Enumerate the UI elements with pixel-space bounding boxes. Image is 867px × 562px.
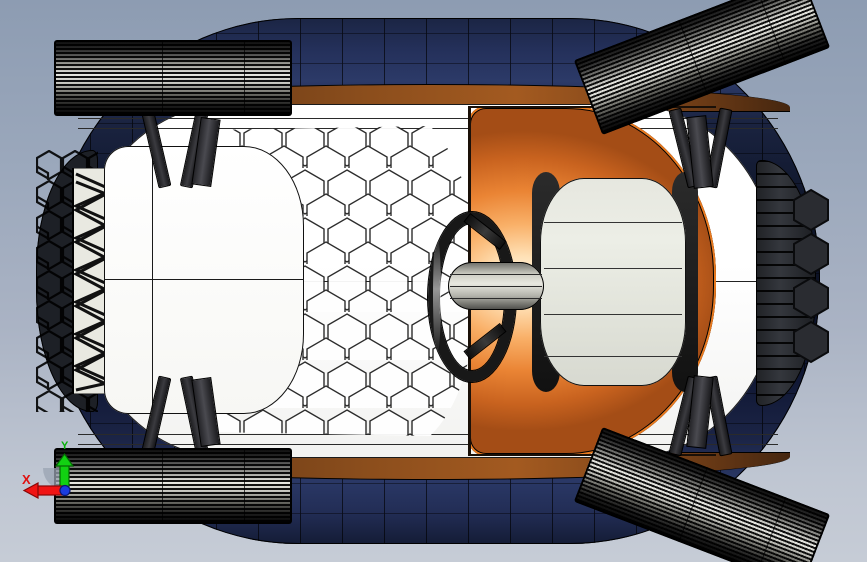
tread-seam	[162, 40, 163, 116]
seat-stitch	[544, 268, 682, 269]
axis-triad[interactable]: X Y	[14, 440, 94, 514]
hub-edge	[450, 298, 542, 299]
rear-grille-honeycomb[interactable]	[790, 186, 832, 386]
tread-seam	[678, 467, 708, 543]
axis-triad-svg	[22, 452, 75, 500]
front-right-wheel[interactable]	[54, 448, 292, 524]
steering-hub[interactable]	[448, 262, 544, 310]
tread-seam	[244, 40, 245, 116]
front-hood[interactable]	[104, 146, 304, 414]
tread-seam	[756, 0, 787, 65]
driver-seat[interactable]	[540, 178, 686, 386]
seat-stitch	[544, 222, 682, 223]
tread-seam	[244, 448, 245, 524]
hood-seam	[152, 146, 153, 414]
hub-edge	[450, 286, 542, 287]
tread-seam	[756, 497, 787, 562]
hood-centerline	[104, 279, 304, 280]
seat-stitch	[544, 356, 682, 357]
tread-seam	[678, 19, 708, 95]
seat-stitch	[544, 314, 682, 315]
hub-edge	[450, 274, 542, 275]
rear-honeycomb-mesh	[793, 188, 829, 364]
floor-edge-line	[78, 444, 778, 445]
tread-seam	[162, 448, 163, 524]
floor-edge-line	[78, 118, 778, 119]
axis-label-x: X	[22, 472, 31, 487]
axis-label-y: Y	[61, 440, 69, 452]
front-left-wheel[interactable]	[54, 40, 292, 116]
